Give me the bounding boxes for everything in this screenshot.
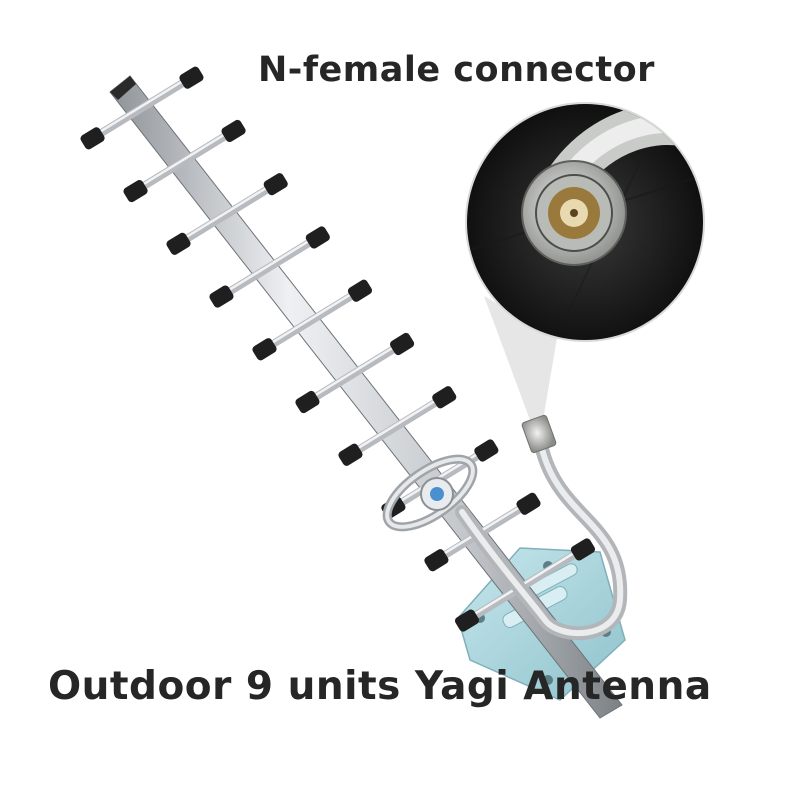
rubber-end-cap	[80, 127, 105, 150]
director-elements	[80, 66, 596, 632]
rubber-end-cap	[390, 332, 415, 356]
rubber-end-cap	[474, 439, 499, 462]
rubber-end-cap	[221, 119, 246, 143]
antenna-element	[209, 226, 330, 308]
rubber-end-cap	[305, 226, 330, 249]
rubber-end-cap	[263, 173, 288, 196]
antenna-element	[295, 332, 415, 414]
rubber-end-cap	[424, 549, 449, 572]
driven-element	[382, 454, 478, 532]
antenna-element	[80, 66, 204, 150]
connector-zoom-view	[465, 102, 705, 342]
antenna-element	[123, 119, 246, 203]
antenna-element	[338, 386, 457, 466]
rubber-end-cap	[338, 443, 363, 466]
rubber-end-cap	[516, 492, 541, 515]
rubber-end-cap	[179, 66, 204, 89]
rubber-end-cap	[347, 279, 373, 302]
coax-cable-icon	[455, 414, 628, 641]
rubber-end-cap	[454, 609, 480, 632]
rubber-end-cap	[166, 232, 191, 255]
rubber-end-cap	[252, 338, 277, 361]
connector-caption: N-female connector	[258, 50, 655, 90]
magnifier-cone	[484, 296, 557, 420]
rubber-end-cap	[432, 386, 457, 409]
rubber-end-cap	[295, 390, 320, 414]
rubber-end-cap	[209, 285, 234, 308]
rubber-end-cap	[570, 538, 596, 561]
antenna-element	[166, 173, 288, 255]
rubber-end-cap	[123, 179, 148, 203]
antenna-element	[252, 279, 373, 361]
n-female-connector-icon	[521, 160, 627, 266]
product-title: Outdoor 9 units Yagi Antenna	[48, 664, 712, 709]
